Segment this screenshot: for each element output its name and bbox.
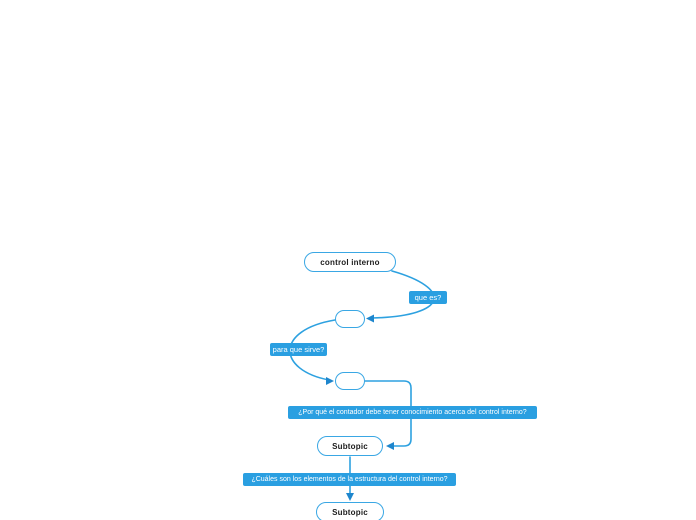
arrowhead-node2 — [326, 377, 334, 385]
topic-subtopic-1[interactable]: Subtopic — [317, 436, 383, 456]
topic-subtopic-2-label: Subtopic — [332, 507, 368, 517]
edge-label-por-que-contador[interactable]: ¿Por qué el contador debe tener conocimi… — [288, 406, 537, 419]
topic-empty-1[interactable] — [335, 310, 365, 328]
edge-label-cuales-elementos-text: ¿Cuáles son los elementos de la estructu… — [251, 476, 448, 483]
edge-label-que-es-text: que es? — [414, 293, 442, 302]
edge-label-cuales-elementos[interactable]: ¿Cuáles son los elementos de la estructu… — [243, 473, 456, 486]
edge-label-para-que-sirve-text: para que sirve? — [272, 345, 325, 354]
topic-subtopic-2[interactable]: Subtopic — [316, 502, 384, 520]
edge-label-que-es[interactable]: que es? — [409, 291, 447, 304]
topic-empty-2[interactable] — [335, 372, 365, 390]
arrowhead-node1 — [366, 314, 374, 323]
arrowhead-subtopic2 — [346, 493, 354, 501]
arrowhead-subtopic1 — [386, 442, 394, 450]
topic-control-interno[interactable]: control interno — [304, 252, 396, 272]
topic-control-interno-label: control interno — [320, 257, 380, 267]
edge-label-por-que-contador-text: ¿Por qué el contador debe tener conocimi… — [298, 409, 527, 416]
edge-label-para-que-sirve[interactable]: para que sirve? — [270, 343, 327, 356]
topic-subtopic-1-label: Subtopic — [332, 441, 368, 451]
